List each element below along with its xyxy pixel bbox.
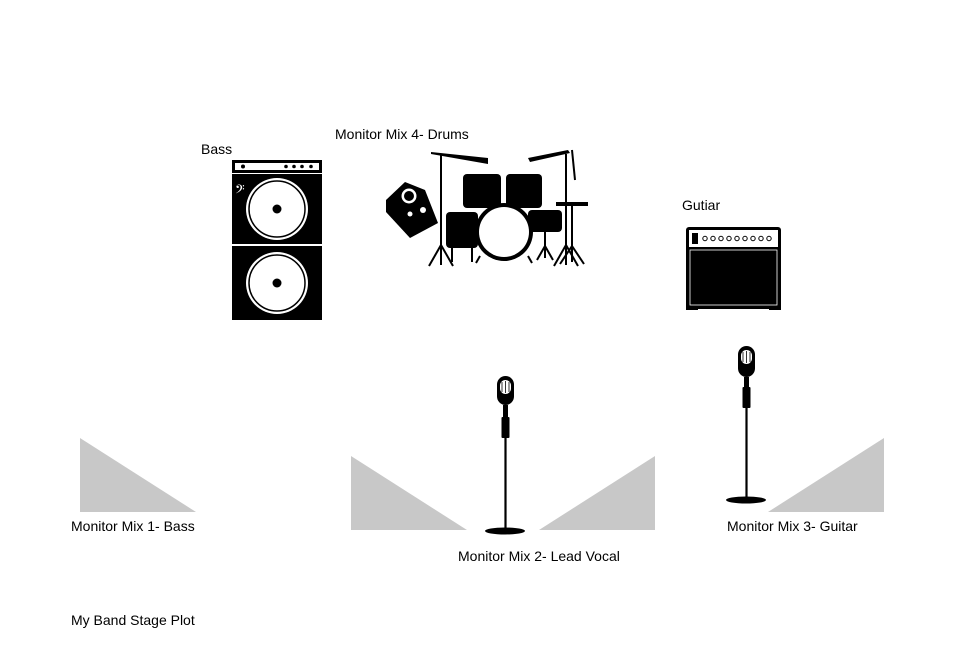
- monitor-wedge-icon: [351, 456, 467, 530]
- svg-text:𝄢: 𝄢: [235, 182, 245, 200]
- bass-cabinet-icon: 𝄢: [232, 160, 322, 320]
- monitor-wedge-icon: [768, 438, 884, 512]
- monitor-mix-4-label: Monitor Mix 4- Drums: [335, 126, 469, 142]
- monitor-mix-3-label: Monitor Mix 3- Guitar: [727, 518, 858, 534]
- drum-kit-icon: [386, 149, 588, 267]
- monitor-wedge-icon: [539, 456, 655, 530]
- monitor-wedge-icon: [80, 438, 196, 512]
- microphone-stand-icon: [485, 376, 525, 535]
- bass-label: Bass: [201, 141, 233, 157]
- monitor-mix-2-label: Monitor Mix 2- Lead Vocal: [458, 548, 620, 564]
- microphone-stand-icon: [726, 346, 766, 504]
- plot-title: My Band Stage Plot: [71, 612, 195, 628]
- guitar-amp-icon: [686, 227, 781, 310]
- monitor-mix-1-label: Monitor Mix 1- Bass: [71, 518, 195, 534]
- guitar-label: Gutiar: [682, 197, 721, 213]
